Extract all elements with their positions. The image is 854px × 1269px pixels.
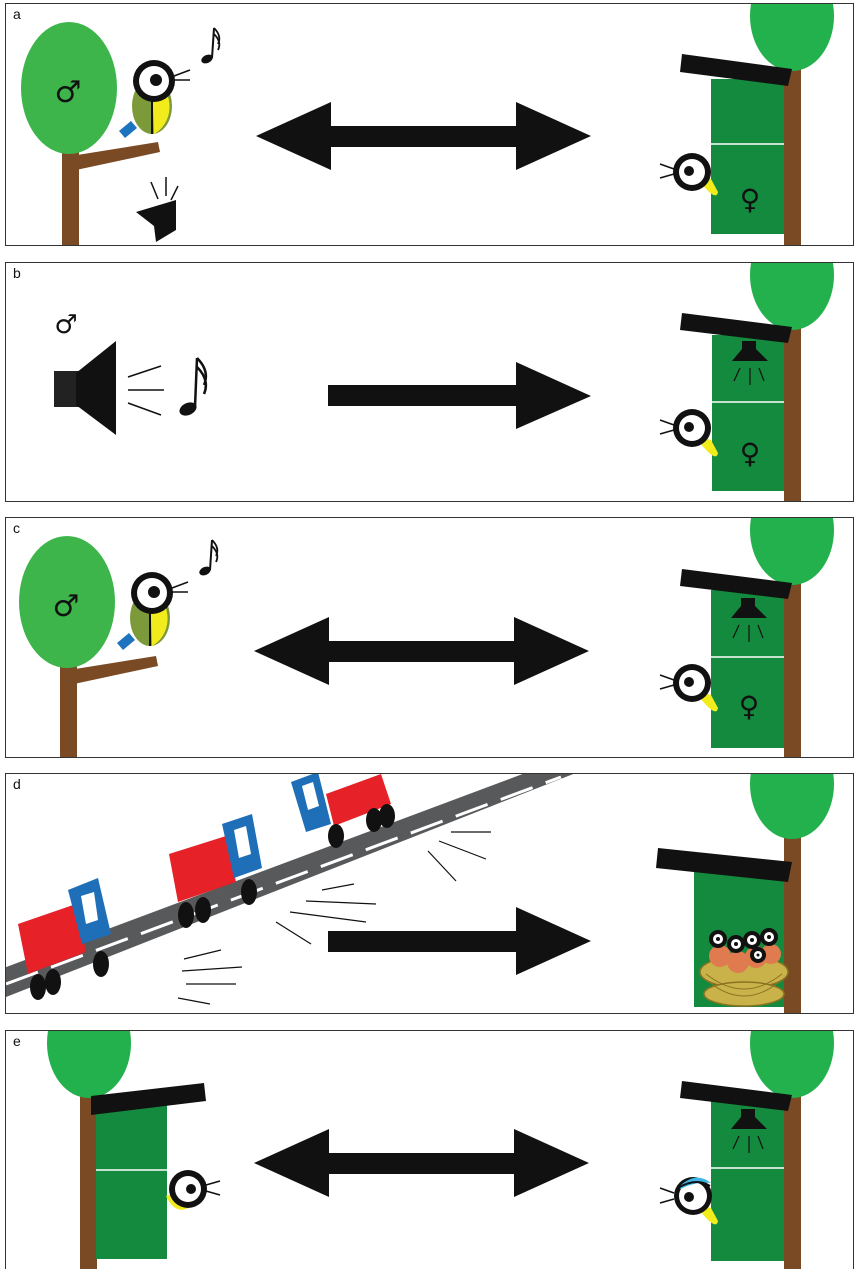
tree-trunk <box>62 124 79 245</box>
noise-lines <box>177 831 491 1005</box>
tree-canopy <box>750 1031 834 1098</box>
loudspeaker-icon <box>731 598 767 642</box>
nest-with-chicks <box>699 928 789 1007</box>
panel-e: e <box>5 1030 854 1269</box>
female-bird <box>659 664 718 712</box>
tree-canopy <box>750 4 834 71</box>
loudspeaker-icon <box>732 341 768 385</box>
tree-branch <box>71 142 160 170</box>
nest-box-roof <box>91 1083 206 1115</box>
panel-label: b <box>13 265 21 281</box>
panel-label: d <box>13 776 21 792</box>
panel-b: b ♂ ♀ <box>5 262 854 502</box>
panel-c-illustration: ♂ ♀ <box>19 518 834 757</box>
tree-trunk <box>784 553 801 757</box>
bird <box>166 1170 221 1210</box>
panel-d-illustration <box>6 774 834 1013</box>
panel-a-illustration: ♂ <box>21 4 834 245</box>
double-arrow-icon <box>254 617 589 685</box>
loudspeaker-icon <box>54 341 164 435</box>
tree-canopy <box>21 22 117 154</box>
tree-trunk <box>784 39 801 245</box>
tree-trunk <box>80 1071 97 1269</box>
nest-box-roof <box>680 54 792 86</box>
female-symbol: ♀ <box>740 437 761 470</box>
female-bird <box>659 409 718 457</box>
nest-box-roof <box>680 313 792 343</box>
panel-label: a <box>13 6 21 22</box>
female-bird <box>659 153 718 196</box>
singing-bird <box>117 572 189 650</box>
truck <box>169 814 262 928</box>
tree-trunk <box>784 829 801 1013</box>
tree-branch <box>69 656 158 684</box>
truck <box>291 774 395 848</box>
panel-b-illustration: ♂ ♀ <box>54 263 834 501</box>
music-note-icon <box>179 357 208 416</box>
tree-canopy <box>750 263 834 330</box>
nest-box-roof <box>680 569 792 599</box>
panel-label: e <box>13 1033 21 1049</box>
singing-bird <box>119 60 191 138</box>
male-symbol: ♂ <box>55 75 82 110</box>
tree-canopy <box>19 536 115 668</box>
nest-box-roof <box>680 1081 792 1111</box>
road <box>6 774 574 998</box>
panel-label: c <box>13 520 20 536</box>
truck <box>18 878 111 1000</box>
loudspeaker-icon <box>136 177 179 242</box>
tree-trunk <box>784 1066 801 1269</box>
panel-d: d <box>5 773 854 1014</box>
male-symbol: ♂ <box>53 589 80 624</box>
nest-box <box>711 79 784 234</box>
tree-canopy <box>750 518 834 585</box>
nest-box <box>96 1101 167 1259</box>
right-arrow-icon <box>328 907 591 975</box>
nest-box-roof <box>656 848 792 882</box>
panel-a: a ♂ <box>5 3 854 246</box>
blue-tit-bird <box>659 1177 718 1225</box>
male-symbol: ♂ <box>54 310 77 340</box>
loudspeaker-icon <box>731 1109 767 1153</box>
right-arrow-icon <box>328 362 591 429</box>
panel-c: c ♂ <box>5 517 854 758</box>
tree-trunk <box>784 298 801 501</box>
tree-canopy <box>750 774 834 839</box>
tree-canopy <box>47 1031 131 1098</box>
female-symbol: ♀ <box>739 690 760 723</box>
music-note-icon <box>199 539 219 576</box>
double-arrow-icon <box>254 1129 589 1197</box>
double-arrow-icon <box>256 102 591 170</box>
music-note-icon <box>201 27 221 64</box>
panel-e-illustration <box>47 1031 834 1269</box>
female-symbol: ♀ <box>740 183 761 216</box>
